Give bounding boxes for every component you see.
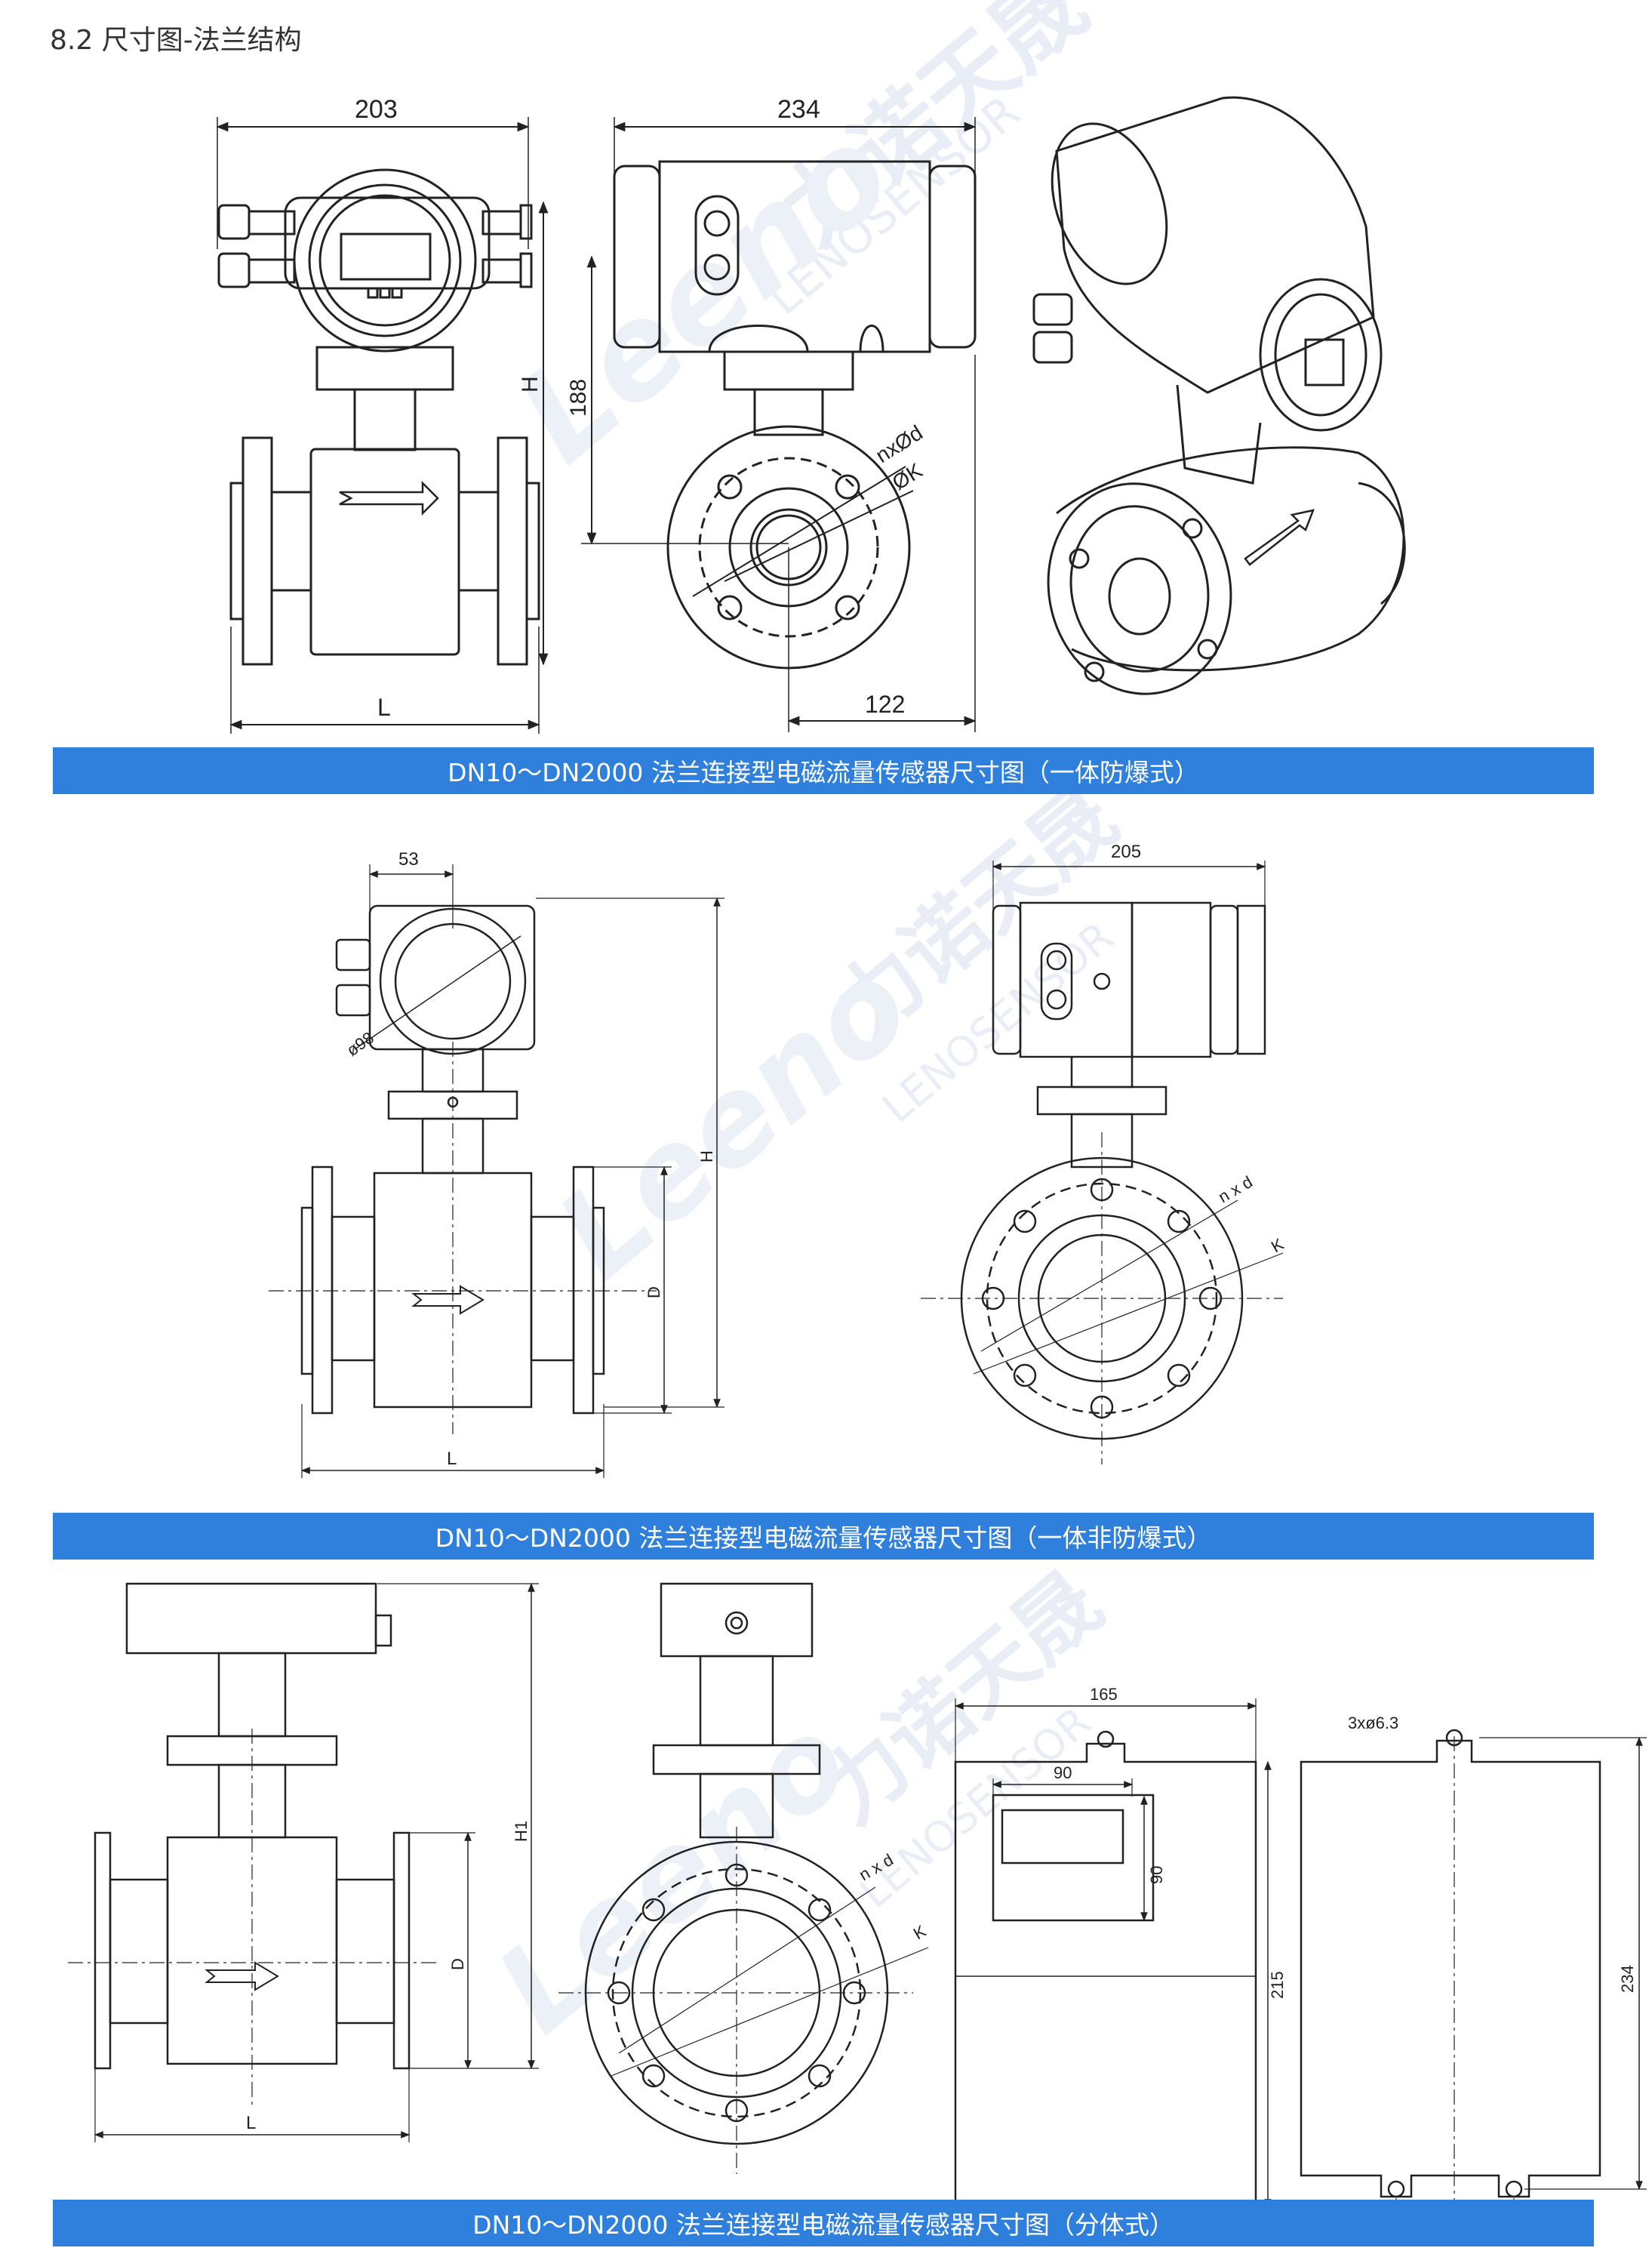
watermark: 力诺天晟 LENOSENSOR Leeno 力诺天晟 LENOSENSOR Le… xyxy=(471,0,1135,2060)
dim-H1: H1 xyxy=(512,1821,531,1842)
caption-band-3: DN10～DN2000 法兰连接型电磁流量传感器尺寸图（分体式） xyxy=(53,2200,1594,2246)
drawing-1-side-view xyxy=(581,117,977,732)
label-hole: 3xø6.3 xyxy=(1348,1714,1398,1732)
dim-D-2: D xyxy=(644,1286,663,1298)
dim-205: 205 xyxy=(1111,842,1141,862)
dim-215: 215 xyxy=(1268,1971,1287,1999)
drawing-3-converter-back xyxy=(1300,1729,1647,2230)
drawing-2-side-view xyxy=(921,861,1284,1464)
label-K-2: K xyxy=(1268,1234,1287,1256)
dim-L-3: L xyxy=(246,2113,256,2133)
dim-D-3: D xyxy=(448,1958,467,1970)
dim-165: 165 xyxy=(1090,1685,1118,1704)
section-heading: 8.2 尺寸图-法兰结构 xyxy=(50,25,302,56)
watermark-logo: Leeno xyxy=(490,97,919,491)
dim-L: L xyxy=(377,694,391,721)
drawing-1-front-view xyxy=(216,117,549,734)
dim-122: 122 xyxy=(865,691,905,718)
dim-L-2: L xyxy=(447,1449,457,1469)
dim-H-2: H xyxy=(697,1150,716,1162)
dim-203: 203 xyxy=(355,95,398,124)
dim-53: 53 xyxy=(398,849,419,870)
drawing-3-side-view xyxy=(558,1582,929,2174)
svg-text:Leeno: Leeno xyxy=(531,934,936,1305)
dim-234: 234 xyxy=(777,95,820,124)
dim-90-b: 90 xyxy=(1147,1866,1166,1884)
dim-188: 188 xyxy=(566,379,591,417)
dim-90-a: 90 xyxy=(1054,1763,1072,1782)
drawing-3-front-view xyxy=(68,1582,539,2142)
drawing-2-front-view xyxy=(269,864,724,1478)
label-K-3: K xyxy=(910,1921,929,1943)
caption-band-1: DN10～DN2000 法兰连接型电磁流量传感器尺寸图（一体防爆式） xyxy=(53,747,1594,794)
dim-H: H xyxy=(518,376,543,393)
caption-band-2: DN10～DN2000 法兰连接型电磁流量传感器尺寸图（一体非防爆式） xyxy=(53,1513,1594,1560)
label-nxd: nxØd xyxy=(872,420,927,467)
label-phi98: ø98 xyxy=(343,1028,377,1060)
dim-234-b: 234 xyxy=(1618,1965,1637,1993)
drawing-1-iso-view xyxy=(1032,96,1406,695)
